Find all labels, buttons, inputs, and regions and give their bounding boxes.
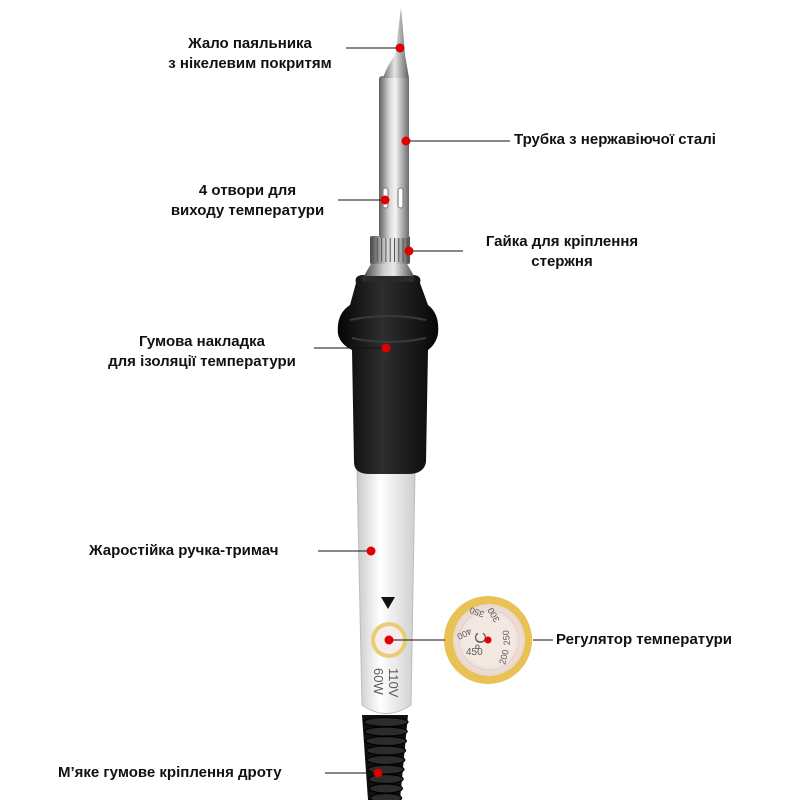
label-tip-line1: Жало паяльника: [188, 35, 312, 52]
spring-ring: [369, 783, 404, 794]
label-nut-line2: стержня: [531, 253, 593, 270]
leader-lines: [314, 47, 553, 774]
marker-dot: [484, 636, 492, 644]
label-holes-line2: виходу температури: [170, 202, 325, 219]
label-handle: Жаростійка ручка-тримач: [89, 541, 278, 561]
power-print: 60W: [371, 668, 386, 695]
spring-ring: [368, 773, 404, 785]
dial-mark: 200: [497, 648, 511, 665]
label-cable-mount: М’яке гумове кріплення дроту: [58, 763, 282, 783]
label-rubber-cover: Гумова накладка для ізоляції температури: [88, 332, 316, 372]
markers: [366, 43, 492, 778]
label-handle-text: Жаростійка ручка-тримач: [89, 542, 279, 559]
marker-dot: [381, 343, 391, 353]
voltage-print: 110V: [386, 668, 401, 698]
dial-mark: 250: [501, 630, 512, 646]
spring-ring: [369, 792, 403, 800]
label-holes-line1: 4 отвори для: [198, 182, 297, 199]
rubber-insulation-cover: [337, 275, 439, 474]
dial-unit: °C: [473, 632, 490, 650]
label-holes: 4 отвори для виходу температури: [145, 181, 350, 221]
spring-ring: [363, 716, 409, 728]
spring-ring: [364, 726, 408, 737]
label-tube-text: Трубка з нержавіючої сталі: [514, 131, 716, 148]
label-tip: Жало паяльника з нікелевим покритям: [140, 34, 360, 74]
marker-dot: [395, 43, 405, 53]
label-tip-line2: з нікелевим покритям: [168, 55, 332, 72]
label-nut: Гайка для кріплення стержня: [462, 232, 662, 272]
mounting-nut: [370, 236, 410, 264]
marker-dot: [404, 246, 414, 256]
spring-ring: [365, 745, 407, 756]
label-rubber-line2: для ізоляції температури: [108, 353, 296, 370]
marker-dot: [380, 195, 390, 205]
arrow-down-icon: [381, 597, 395, 609]
dial-ring: [458, 609, 520, 671]
spring-ring: [365, 735, 408, 747]
label-nut-line1: Гайка для кріплення: [485, 233, 639, 250]
stainless-steel-tube: [379, 76, 409, 238]
marker-dot: [366, 546, 376, 556]
soldering-tip: [383, 8, 409, 78]
marker-dot: [401, 136, 411, 146]
label-tube: Трубка з нержавіючої сталі: [514, 130, 716, 150]
cable-spring: [362, 715, 409, 800]
label-cable-text: М’яке гумове кріплення дроту: [58, 764, 282, 781]
spring-ring: [366, 754, 406, 766]
label-rubber-line1: Гумова накладка: [138, 333, 265, 350]
marker-dot: [384, 635, 394, 645]
marker-dot: [373, 768, 383, 778]
dial-mark: 450: [466, 647, 483, 658]
label-regulator: Регулятор температури: [556, 630, 732, 650]
heat-resistant-handle: 110V 60W: [356, 469, 416, 714]
dial-mark: 350: [468, 605, 486, 620]
label-regulator-text: Регулятор температури: [556, 631, 733, 648]
vent-hole: [397, 187, 404, 209]
collar: [364, 262, 414, 276]
